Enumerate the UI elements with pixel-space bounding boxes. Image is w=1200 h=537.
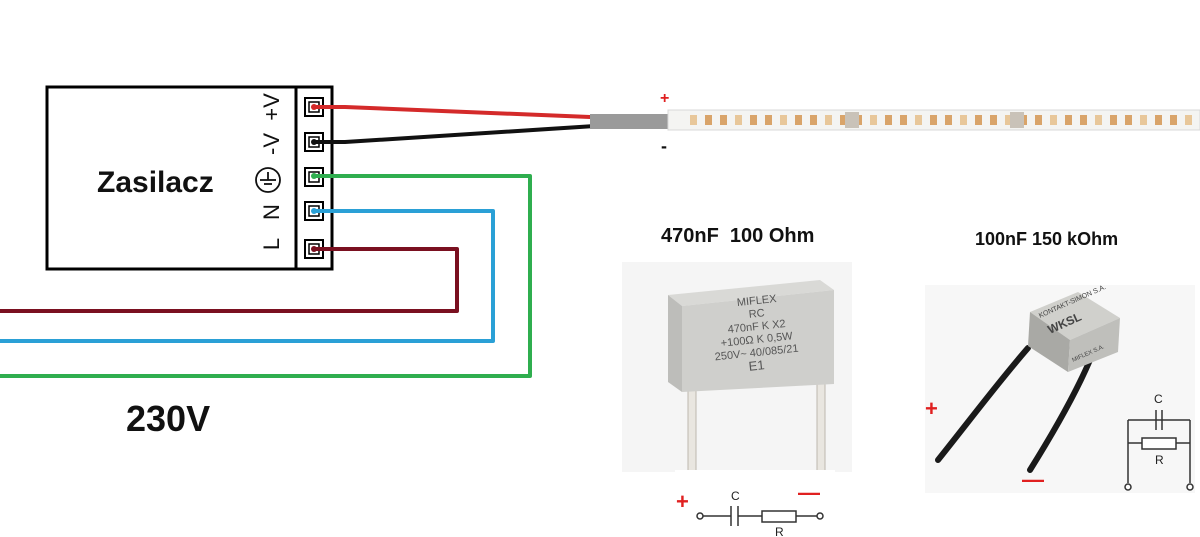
led-chip [1050, 115, 1057, 125]
cap2-body-front [1068, 318, 1120, 372]
led-chip [915, 115, 922, 125]
led-chip [1170, 115, 1177, 125]
led-chip [975, 115, 982, 125]
led-chip [900, 115, 907, 125]
power-supply-box [45, 85, 334, 271]
led-chip [945, 115, 952, 125]
cap1-body-top [668, 280, 834, 306]
terminal-label-l: L [259, 238, 284, 250]
cap2-r-label: R [1155, 453, 1164, 467]
cap2-lead-left [935, 345, 1031, 463]
terminal-label-plus-v: +V [259, 93, 284, 121]
led-chip [705, 115, 712, 125]
led-chip [720, 115, 727, 125]
capacitor-100nf: 100nF 150 kOhm KONTAKT-SIMON S.A. WKSL M… [925, 229, 1195, 493]
cap2-minus-sign: — [1022, 467, 1044, 492]
power-supply-title: Zasilacz [97, 166, 214, 199]
mains-voltage-label: 230V [126, 398, 210, 439]
cap2-plus-sign: + [925, 396, 938, 421]
wire-green [0, 174, 532, 378]
cap1-caption: 470nF 100 Ohm [661, 225, 814, 247]
cap1-print: MIFLEX RC 470nF K X2 +100Ω K 0,5W 250V~ … [714, 293, 799, 374]
cap1-print-line: RC [748, 307, 765, 321]
led-chip [990, 115, 997, 125]
led-chip [825, 115, 832, 125]
led-chip [795, 115, 802, 125]
cap1-schematic [675, 470, 835, 537]
led-strip: + - [590, 90, 1200, 156]
cap2-schematic [1124, 410, 1194, 491]
led-chip [1065, 115, 1072, 125]
solder-pad [1010, 112, 1024, 128]
cap2-c-label: C [1154, 392, 1163, 406]
led-chip [1125, 115, 1132, 125]
cap2-caption: 100nF 150 kOhm [975, 229, 1118, 249]
wire-brown [0, 247, 459, 313]
cap1-c-label: C [731, 489, 740, 503]
terminal-label-n: N [259, 204, 284, 220]
led-chip [1110, 115, 1117, 125]
power-supply: Zasilacz +V -V N L [45, 85, 334, 271]
cap1-lead-right [816, 381, 826, 473]
led-chip [1035, 115, 1042, 125]
strip-minus-sign: - [661, 136, 667, 156]
wire-blue [0, 209, 495, 343]
cap2-body-side [1028, 312, 1070, 372]
led-chip [780, 115, 787, 125]
led-chip [840, 115, 847, 125]
cap1-print-line: MIFLEX [736, 293, 777, 309]
led-strip-cable-sheath [590, 114, 670, 129]
led-chip [930, 115, 937, 125]
led-chip [735, 115, 742, 125]
capacitor-470nf: 470nF 100 Ohm MIFLEX RC 470nF K X2 +100Ω… [622, 225, 852, 537]
strip-plus-sign: + [660, 90, 669, 107]
cap1-plus-sign: + [676, 489, 689, 514]
led-chip [750, 115, 757, 125]
cap1-r-label: R [775, 525, 784, 537]
led-chip [690, 115, 697, 125]
cap1-body-front [682, 290, 834, 392]
cap1-body [668, 295, 682, 392]
led-chip [870, 115, 877, 125]
led-chip [1095, 115, 1102, 125]
earth-ground-icon [255, 167, 281, 193]
led-chips [690, 112, 1192, 128]
led-chip [960, 115, 967, 125]
cap2-lead-right [1027, 357, 1093, 473]
terminal-label-minus-v: -V [259, 133, 284, 155]
led-chip [885, 115, 892, 125]
led-chip [810, 115, 817, 125]
led-chip [1140, 115, 1147, 125]
led-chip [1155, 115, 1162, 125]
cap1-minus-sign: — [798, 480, 820, 505]
cap2-body-top [1030, 292, 1120, 340]
led-chip [1080, 115, 1087, 125]
led-chip [765, 115, 772, 125]
solder-pad [845, 112, 859, 128]
led-chip [1185, 115, 1192, 125]
cap1-lead-left [687, 381, 697, 473]
cap1-print-line: E1 [748, 357, 765, 374]
led-chip [1005, 115, 1012, 125]
